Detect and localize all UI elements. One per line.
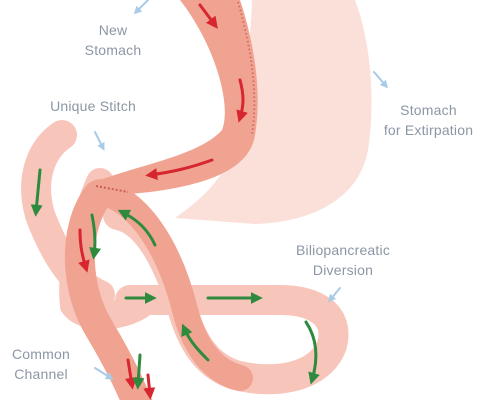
label-common-channel: Common Channel [12, 346, 70, 382]
bile-flow-arrows [30, 168, 320, 390]
bile-arrow-7 [181, 323, 210, 362]
unique-stitch-mark [95, 185, 129, 193]
food-arrow-6 [143, 373, 156, 400]
food-arrow-4 [78, 228, 90, 273]
food-arrow-2 [236, 78, 248, 123]
duodenal-segment-shape [87, 179, 253, 391]
stomach-for-extirpation-shape [175, 0, 372, 224]
label-biliopancreatic-diversion: Biliopancreatic Diversion [295, 242, 391, 278]
bile-arrow-8 [132, 353, 145, 390]
bile-arrow-2 [89, 213, 102, 260]
bile-arrow-1 [30, 168, 43, 217]
food-arrow-3 [145, 158, 214, 180]
food-arrow-5 [124, 358, 137, 390]
food-flow-arrows [78, 3, 248, 400]
pointer-common-channel [94, 367, 114, 380]
label-pointers [94, 0, 389, 380]
label-new-stomach: New Stomach [84, 22, 142, 58]
staple-line [237, 1, 256, 136]
label-stomach-for-extirpation: Stomach for Extirpation [383, 102, 474, 138]
pointer-unique-stitch [94, 131, 105, 151]
bile-arrow-6 [304, 320, 320, 385]
bile-arrow-3 [117, 209, 157, 247]
food-arrow-1 [198, 3, 218, 29]
new-stomach-shape [100, 0, 258, 196]
pointer-new-stomach [133, 0, 149, 15]
label-unique-stitch: Unique Stitch [50, 98, 136, 114]
pointer-biliopancreatic [327, 287, 341, 303]
pointer-stomach-extirpation [373, 71, 389, 89]
